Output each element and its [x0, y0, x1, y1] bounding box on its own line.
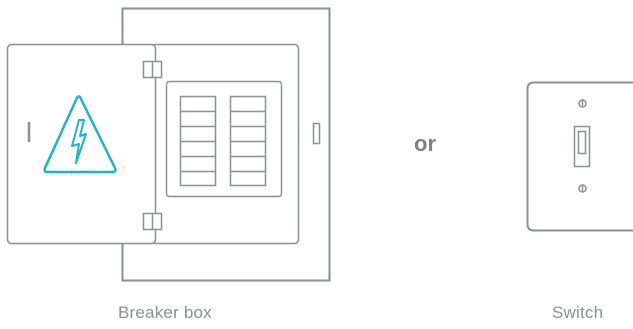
light-switch-icon [528, 83, 633, 231]
panel-latch [314, 124, 320, 144]
switch-wall-plate [528, 83, 633, 231]
or-separator: or [414, 131, 436, 157]
switch-caption: Switch [552, 303, 603, 323]
switch-toggle [579, 132, 586, 154]
breaker-box-caption: Breaker box [118, 303, 212, 323]
breaker-surround [167, 82, 282, 197]
